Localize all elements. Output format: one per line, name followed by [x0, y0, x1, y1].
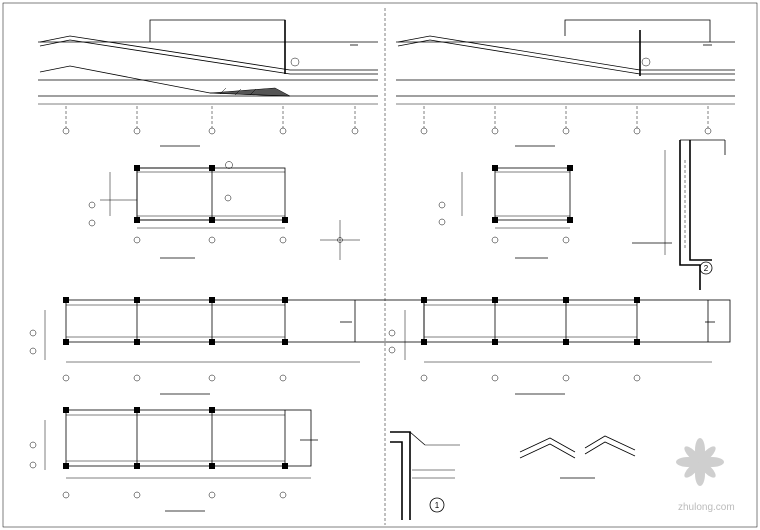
- long-plan-left-lower: [29, 407, 318, 512]
- crosshair: [320, 220, 360, 260]
- wall-detail-2: 2: [632, 139, 726, 290]
- long-plan-left-upper: [29, 297, 425, 395]
- detail-callout-2: [699, 261, 713, 275]
- detail-callout-1-label: 1: [435, 501, 440, 510]
- ramp-section-right: [396, 19, 735, 147]
- detail-callout-1: [429, 497, 445, 513]
- small-plan-right: [438, 165, 573, 259]
- ramp-section-left: [38, 19, 378, 147]
- small-plan-left: [88, 161, 288, 259]
- joint-detail: [519, 435, 636, 479]
- long-plan-right: [388, 297, 731, 395]
- wall-detail-1: 1: [390, 431, 460, 520]
- watermark-text: zhulong.com: [678, 502, 735, 513]
- detail-callout-2-label: 2: [704, 264, 709, 273]
- watermark-logo: [676, 438, 724, 486]
